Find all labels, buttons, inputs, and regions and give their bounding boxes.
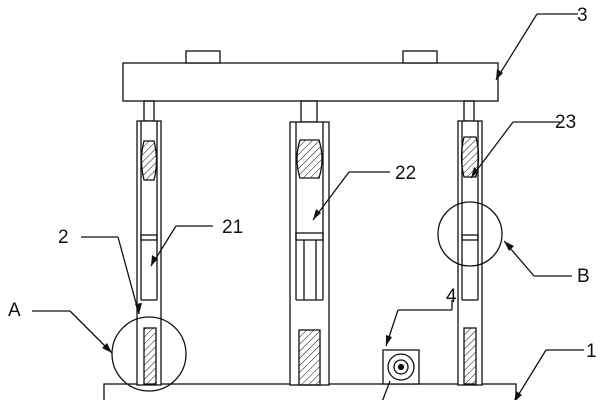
detail-circle-b bbox=[437, 201, 503, 267]
detail-circle-a bbox=[111, 316, 187, 392]
labels: 3 1 2 21 22 23 4 A B bbox=[8, 5, 597, 362]
left-column bbox=[136, 100, 162, 386]
label-23: 23 bbox=[555, 112, 576, 133]
center-column bbox=[289, 100, 330, 386]
top-plate-lug-left bbox=[185, 50, 221, 64]
arrow-heads bbox=[102, 69, 522, 400]
top-plate bbox=[122, 62, 499, 102]
label-1: 1 bbox=[586, 341, 597, 362]
right-column bbox=[457, 100, 483, 386]
label-3: 3 bbox=[577, 5, 588, 26]
label-4: 4 bbox=[446, 286, 457, 307]
label-a: A bbox=[8, 300, 21, 321]
label-b: B bbox=[577, 266, 590, 287]
label-22: 22 bbox=[395, 163, 416, 184]
label-2: 2 bbox=[58, 227, 69, 248]
motor-box bbox=[382, 349, 420, 385]
top-plate-lug-right bbox=[402, 50, 438, 64]
label-21: 21 bbox=[222, 217, 243, 238]
